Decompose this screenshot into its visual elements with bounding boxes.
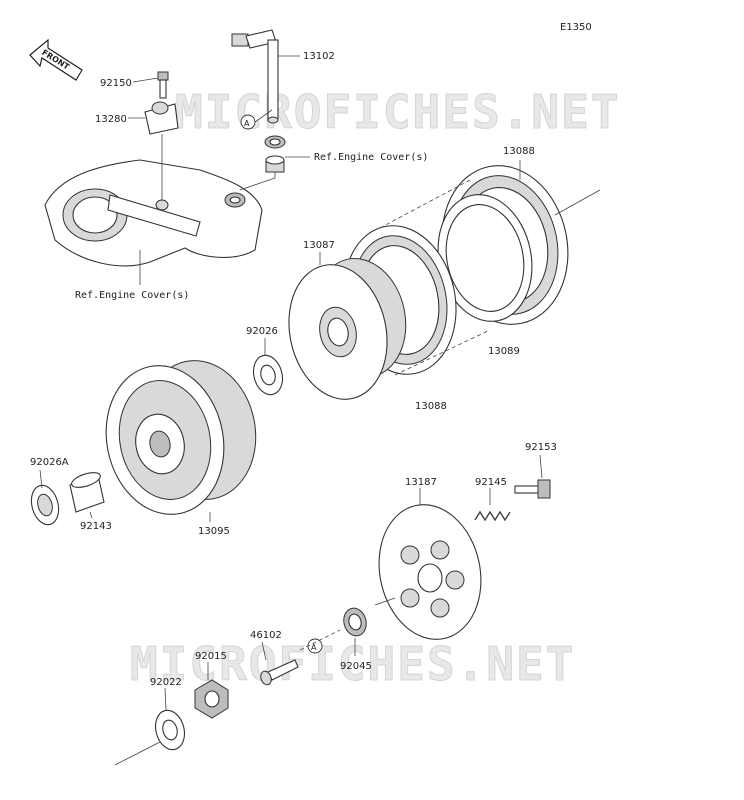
label-13280: 13280 bbox=[95, 114, 127, 125]
ref-engine-cover-right: Ref.Engine Cover(s) bbox=[314, 152, 428, 163]
label-92145: 92145 bbox=[475, 477, 507, 488]
part-seal-bearing-icon bbox=[264, 135, 286, 173]
label-13102: 13102 bbox=[303, 51, 335, 62]
part-92153-bolt-icon bbox=[514, 479, 551, 499]
label-92026: 92026 bbox=[246, 326, 278, 337]
watermark-top: MICROFICHES.NET bbox=[175, 85, 620, 139]
label-13187: 13187 bbox=[405, 477, 437, 488]
ref-engine-cover-left: Ref.Engine Cover(s) bbox=[75, 290, 189, 301]
label-92150: 92150 bbox=[100, 78, 132, 89]
part-92026A-washer-icon bbox=[30, 484, 60, 526]
part-92143-sleeve-icon bbox=[69, 472, 105, 513]
part-13089-steel-plate-icon bbox=[437, 194, 533, 322]
front-arrow-icon: FRONT bbox=[29, 38, 83, 81]
part-92026-washer-icon bbox=[252, 354, 284, 396]
label-92045: 92045 bbox=[340, 661, 372, 672]
callout-a-bottom: A bbox=[307, 638, 323, 654]
part-92015-nut-icon bbox=[194, 679, 229, 719]
part-92145-spring-icon bbox=[474, 510, 511, 522]
label-92015: 92015 bbox=[195, 651, 227, 662]
label-13089: 13089 bbox=[488, 346, 520, 357]
svg-text:A: A bbox=[244, 119, 250, 128]
diagram-code: E1350 bbox=[560, 22, 592, 33]
label-13088-top: 13088 bbox=[503, 146, 535, 157]
watermark-bottom: MICROFICHES.NET bbox=[130, 637, 575, 691]
part-92150-bolt-icon bbox=[157, 71, 169, 99]
label-92026A: 92026A bbox=[30, 457, 69, 468]
part-13095-clutch-housing-icon bbox=[105, 360, 257, 515]
label-13088-bottom: 13088 bbox=[415, 401, 447, 412]
part-46102-push-rod-icon bbox=[260, 659, 299, 686]
part-13102-lever-icon bbox=[231, 29, 279, 124]
label-92022: 92022 bbox=[150, 677, 182, 688]
part-13187-pressure-plate-icon bbox=[378, 504, 482, 640]
svg-text:A: A bbox=[311, 643, 317, 652]
part-13087-clutch-hub-icon bbox=[288, 258, 407, 400]
label-13087: 13087 bbox=[303, 240, 335, 251]
label-13095: 13095 bbox=[198, 526, 230, 537]
part-92045-bearing-icon bbox=[343, 607, 367, 637]
part-92022-washer-icon bbox=[154, 709, 186, 751]
label-92143: 92143 bbox=[80, 521, 112, 532]
part-13280-bracket-icon bbox=[144, 101, 179, 135]
callout-a-top: A bbox=[240, 114, 256, 130]
engine-cover-assembly bbox=[44, 159, 263, 267]
label-92153: 92153 bbox=[525, 442, 557, 453]
label-46102: 46102 bbox=[250, 630, 282, 641]
